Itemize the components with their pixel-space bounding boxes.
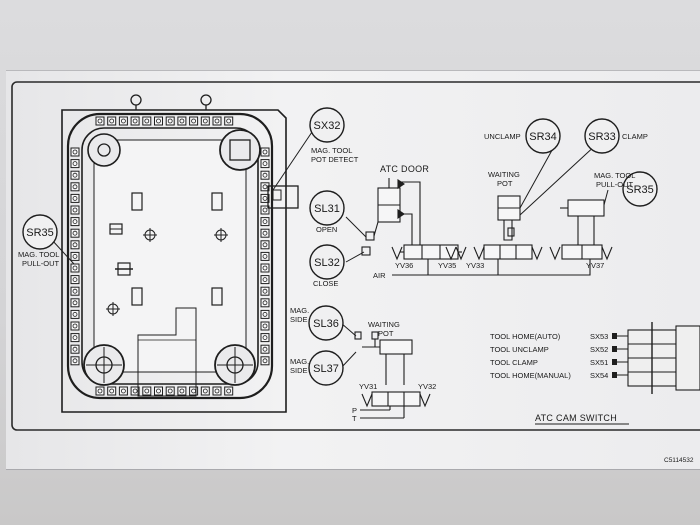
cam-row-code: SX52	[590, 345, 608, 354]
svg-text:SL32: SL32	[314, 257, 340, 269]
sensor-sl32: SL32	[309, 244, 345, 280]
label-unclamp: UNCLAMP	[484, 132, 521, 141]
label-waiting-pot-2: POT	[497, 179, 513, 188]
cam-row-name: TOOL UNCLAMP	[490, 345, 549, 354]
lower-pot-circuit	[354, 331, 431, 419]
sensor-sr35-left: SR35	[22, 214, 58, 250]
valve-yv31-yv32	[371, 391, 421, 407]
label-mag-tool-pot-detect-1: MAG. TOOL	[311, 146, 352, 155]
cam-row-terminal	[612, 359, 617, 365]
label-mag-pullout-right-2: PULL-OUT	[596, 180, 634, 189]
chain-pockets	[70, 116, 270, 396]
sensor-sr34: SR34	[525, 118, 561, 154]
waiting-pot-circuit	[473, 195, 613, 261]
svg-text:SR35: SR35	[626, 184, 654, 196]
sensor-sl31: SL31	[309, 190, 345, 226]
sensor-sr35-right: SR35	[622, 171, 658, 207]
cam-row-code: SX51	[590, 358, 608, 367]
cam-row-terminal	[612, 346, 617, 352]
label-yv37: YV37	[586, 261, 604, 270]
label-yv32: YV32	[418, 382, 436, 391]
cam-row-terminal	[612, 333, 617, 339]
cam-row-name: TOOL HOME(AUTO)	[490, 332, 561, 341]
svg-text:SL37: SL37	[313, 363, 339, 375]
valve-yv33	[483, 244, 533, 260]
cam-row-code: SX53	[590, 332, 608, 341]
cam-row-code: SX54	[590, 371, 608, 380]
sprocket-bottom-right	[214, 344, 256, 386]
svg-text:SR33: SR33	[588, 131, 616, 143]
label-mag-side-2b: SIDE	[290, 366, 308, 375]
sprocket-bottom-left	[83, 344, 125, 386]
cam-switch-leads	[612, 333, 628, 378]
svg-text:SR34: SR34	[529, 131, 557, 143]
label-mag-side-1b: SIDE	[290, 315, 308, 324]
tool-chain	[66, 112, 274, 400]
cam-row-terminal	[612, 372, 617, 378]
crosshair-3	[106, 302, 120, 316]
sensor-sx32: SX32	[309, 107, 345, 143]
atc-door-circuit	[361, 178, 591, 276]
label-mag-pullout-right-1: MAG. TOOL	[594, 171, 635, 180]
leader-lines	[51, 131, 609, 369]
sprocket-top-right	[219, 129, 261, 171]
sensor-sl36: SL36	[308, 305, 344, 341]
sensor-sr33: SR33	[584, 118, 620, 154]
cam-row-name: TOOL HOME(MANUAL)	[490, 371, 571, 380]
label-open: OPEN	[316, 225, 337, 234]
svg-text:SL36: SL36	[313, 318, 339, 330]
sensor-sl37: SL37	[308, 350, 344, 386]
label-yv36: YV36	[395, 261, 413, 270]
label-yv33: YV33	[466, 261, 484, 270]
label-mag-pullout-left-2: PULL-OUT	[22, 259, 60, 268]
svg-text:SR35: SR35	[26, 227, 54, 239]
label-air: AIR	[373, 271, 386, 280]
crosshair-1	[143, 228, 157, 242]
label-waiting-pot-1: WAITING	[488, 170, 520, 179]
label-mag-side-1a: MAG.	[290, 306, 309, 315]
label-mag-tool-pot-detect-2: POT DETECT	[311, 155, 359, 164]
label-yv31: YV31	[359, 382, 377, 391]
svg-text:SX32: SX32	[314, 120, 341, 132]
label-clamp: CLAMP	[622, 132, 648, 141]
cam-row-name: TOOL CLAMP	[490, 358, 538, 367]
label-close: CLOSE	[313, 279, 338, 288]
label-mag-pullout-left-1: MAG. TOOL	[18, 250, 59, 259]
label-p: P	[352, 406, 357, 415]
lifting-hook-left	[130, 94, 142, 106]
part-code: C5114532	[664, 457, 694, 464]
crosshair-2	[214, 228, 228, 242]
sprocket-top-left	[87, 133, 121, 167]
label-waiting-pot-lower-2: POT	[378, 329, 394, 338]
lifting-hook-right	[200, 94, 212, 106]
atc-cam-switch-title: ATC CAM SWITCH	[535, 413, 617, 423]
diagram-border	[11, 81, 700, 431]
svg-text:SL31: SL31	[314, 203, 340, 215]
cam-switch-graphic	[627, 322, 700, 394]
tool-magazine	[61, 94, 299, 413]
label-waiting-pot-lower-1: WAITING	[368, 320, 400, 329]
label-mag-side-2a: MAG.	[290, 357, 309, 366]
label-atc-door: ATC DOOR	[380, 164, 429, 174]
label-t: T	[352, 414, 357, 423]
label-yv35: YV35	[438, 261, 456, 270]
